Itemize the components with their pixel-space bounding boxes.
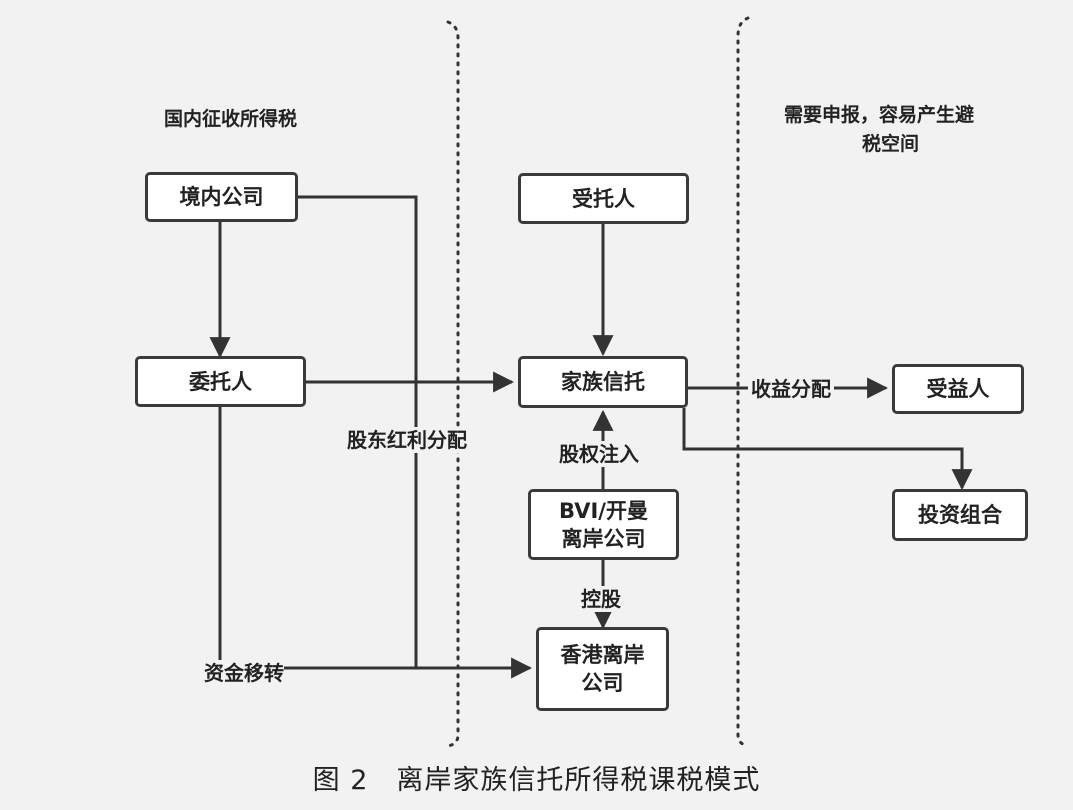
node-beneficiary: 受益人 <box>892 364 1024 414</box>
node-hk-company: 香港离岸 公司 <box>536 627 669 711</box>
note-declaration-line1: 需要申报，容易产生避 <box>784 104 975 126</box>
label-dividend: 股东红利分配 <box>347 427 467 453</box>
node-portfolio: 投资组合 <box>892 489 1028 541</box>
label-income-distribution: 收益分配 <box>748 376 834 402</box>
note-declaration-line2: 税空间 <box>862 133 920 155</box>
node-domestic-company: 境内公司 <box>145 172 298 222</box>
node-bvi-company: BVI/开曼 离岸公司 <box>528 489 679 560</box>
note-domestic-tax: 国内征收所得税 <box>164 108 298 130</box>
boundary-right <box>736 16 750 748</box>
edge-dividend <box>298 195 418 668</box>
label-fund-transfer: 资金移转 <box>204 660 284 686</box>
boundary-left <box>446 20 460 748</box>
node-settlor: 委托人 <box>135 356 306 407</box>
node-family-trust: 家族信托 <box>518 356 688 408</box>
label-holding: 控股 <box>581 586 621 612</box>
figure-caption: 图 2 离岸家族信托所得税课税模式 <box>312 765 761 796</box>
label-equity-injection: 股权注入 <box>559 441 639 467</box>
node-trustee: 受托人 <box>518 173 689 224</box>
edge-to-portfolio <box>682 408 973 491</box>
